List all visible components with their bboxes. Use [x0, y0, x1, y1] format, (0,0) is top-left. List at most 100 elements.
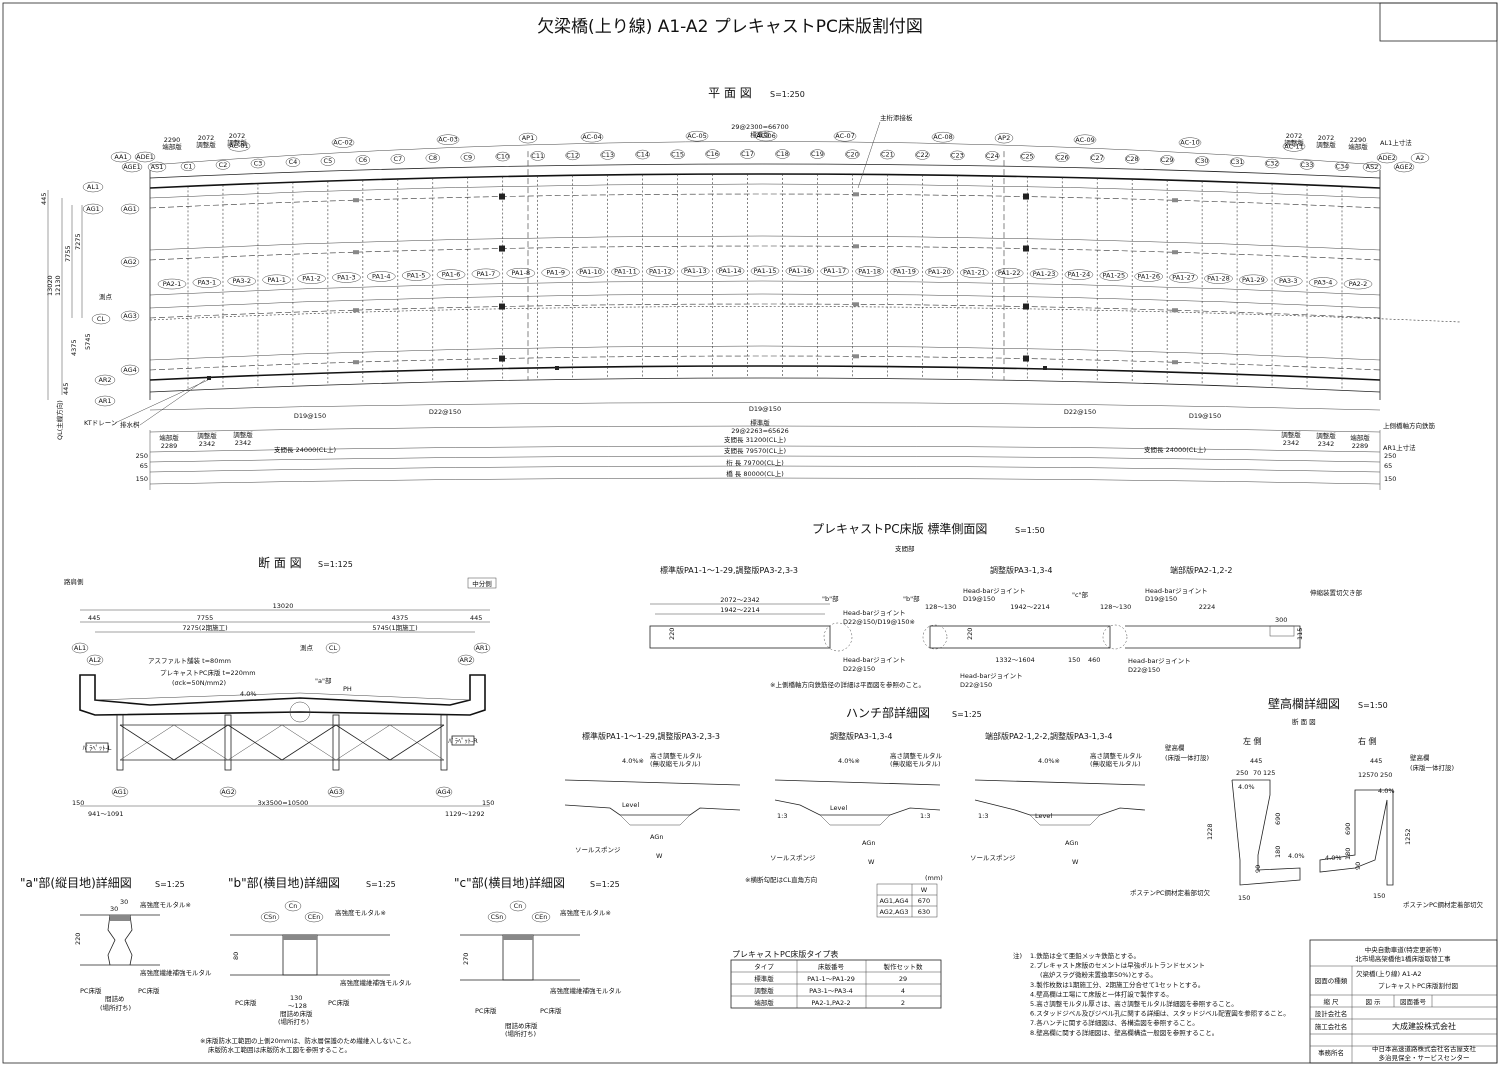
svg-text:高強度モルタル※: 高強度モルタル※	[140, 900, 191, 909]
svg-text:PH: PH	[343, 685, 352, 693]
adj-left-a-dim: 2072	[198, 134, 215, 142]
detail-b: CSn Cn CEn 高強度モルタル※ 80 高強度繊維補強モルタル PC床版 …	[230, 900, 412, 1026]
panel-tag	[367, 271, 396, 282]
panel-tag	[1273, 275, 1303, 287]
c-label: C5	[324, 157, 333, 165]
plan-right-tags: AS2 AGE2 ADE2 A2	[1362, 152, 1430, 173]
svg-text:ソールスポンジ: ソールスポンジ	[770, 854, 816, 862]
svg-text:W: W	[1072, 858, 1079, 866]
plan-bottom-dims: 標準版 29@2263=65626 端部版 2289 調整版 2342 調整版 …	[136, 418, 1416, 490]
svg-text:支間長 24000(CL上): 支間長 24000(CL上)	[274, 445, 336, 454]
panel-label: PA3-3	[1279, 277, 1298, 285]
c-tag	[1159, 155, 1175, 165]
svg-text:"a"部: "a"部	[315, 676, 332, 685]
svg-text:壁高欄詳細図: 壁高欄詳細図	[1268, 696, 1340, 711]
panel-label: PA1-23	[1033, 270, 1056, 278]
c-tag	[1229, 157, 1245, 167]
svg-text:伸縮装置切欠き部: 伸縮装置切欠き部	[1310, 588, 1363, 597]
note-item: 2.プレキャスト床版のセメントは早強ポルトランドセメント	[1030, 961, 1205, 970]
svg-text:AA1: AA1	[114, 153, 127, 161]
svg-text:445: 445	[1250, 757, 1262, 765]
svg-text:ソールスポンジ: ソールスポンジ	[970, 854, 1016, 862]
svg-text:4375: 4375	[392, 614, 409, 622]
svg-text:間詰め床版: 間詰め床版	[280, 1009, 313, 1018]
panel-label: PA1-13	[684, 267, 707, 275]
c-label: C2	[219, 161, 228, 169]
svg-text:床版防水工範囲は床版防水工図を参照すること。: 床版防水工範囲は床版防水工図を参照すること。	[208, 1045, 351, 1054]
panel-tag	[576, 266, 605, 278]
ac-tag	[1073, 134, 1097, 146]
svg-text:125: 125	[1358, 771, 1370, 779]
svg-text:測点: 測点	[300, 643, 314, 652]
c-label: C1	[184, 162, 193, 170]
svg-text:AS1: AS1	[151, 163, 164, 171]
svg-text:施工会社名: 施工会社名	[1315, 1022, 1348, 1031]
svg-text:(無収縮モルタル): (無収縮モルタル)	[890, 759, 941, 768]
panel-tag	[1134, 271, 1163, 282]
svg-text:150: 150	[1384, 475, 1396, 483]
svg-text:調整版: 調整版	[754, 986, 774, 995]
c-label: C21	[881, 151, 894, 159]
svg-text:4.0%: 4.0%	[1238, 783, 1255, 791]
c-tag	[1334, 161, 1350, 172]
ac-tag	[685, 130, 709, 142]
panel-tag	[750, 265, 780, 277]
svg-text:PA2-1,PA2-2: PA2-1,PA2-2	[811, 999, 850, 1007]
svg-text:220: 220	[966, 628, 974, 640]
adj-right-b-dim: 2072	[1286, 132, 1303, 140]
svg-text:125: 125	[1263, 769, 1275, 777]
panel-tag	[506, 267, 536, 279]
svg-text:29: 29	[899, 975, 907, 983]
svg-text:断 面 図: 断 面 図	[1292, 717, 1316, 726]
panel-label: PA3-2	[232, 277, 251, 285]
c-label: C26	[1056, 153, 1069, 161]
svg-text:※横断勾配はCL直角方向: ※横断勾配はCL直角方向	[745, 875, 817, 884]
svg-text:PC床版: PC床版	[80, 986, 102, 995]
panel-label: PA1-29	[1242, 276, 1265, 284]
svg-text:アスファルト舗装 t=80mm: アスファルト舗装 t=80mm	[148, 656, 231, 665]
svg-text:ADE1: ADE1	[136, 153, 154, 161]
ac-tag-label: AC-02	[333, 139, 353, 147]
svg-text:調整版PA3-1,3-4: 調整版PA3-1,3-4	[990, 565, 1052, 575]
svg-text:調整版: 調整版	[197, 431, 217, 440]
svg-text:D22@150: D22@150	[843, 665, 875, 673]
svg-text:CL: CL	[329, 644, 338, 652]
svg-text:3x3500=10500: 3x3500=10500	[258, 799, 309, 807]
panel-label: PA2-1	[163, 280, 182, 288]
svg-text:2289: 2289	[1352, 442, 1369, 450]
ac-tag-label: AC-03	[438, 136, 458, 144]
svg-text:中分側: 中分側	[472, 579, 492, 588]
svg-text:(σck=50N/mm2): (σck=50N/mm2)	[172, 679, 226, 687]
panel-label: PA1-27	[1172, 273, 1195, 281]
svg-text:D19@150: D19@150	[963, 595, 995, 603]
c-tag	[530, 151, 545, 161]
haunch-3: 1:3 4.0%※ 高さ調整モルタル (無収縮モルタル) Level ソールスポ…	[970, 751, 1146, 866]
panel-label: PA1-8	[512, 269, 531, 277]
ap-tag	[994, 132, 1014, 144]
panel-label: PA1-11	[614, 268, 637, 276]
svg-text:壁高欄: 壁高欄	[1165, 743, 1185, 752]
panel-tag	[715, 265, 745, 277]
c-tag	[705, 149, 720, 159]
panel-tag	[1204, 273, 1233, 284]
svg-text:4.0%※: 4.0%※	[622, 757, 644, 765]
c-tag	[565, 150, 580, 161]
svg-text:D19@150: D19@150	[1189, 412, 1221, 420]
c-tag	[670, 149, 685, 160]
panel-tag	[646, 266, 675, 277]
svg-text:AR1上寸法: AR1上寸法	[1383, 443, 1416, 452]
svg-text:D22@150: D22@150	[429, 408, 461, 416]
panel-tag	[401, 270, 431, 281]
svg-text:220: 220	[74, 933, 82, 945]
svg-text:CSn: CSn	[491, 913, 504, 921]
svg-text:445: 445	[1370, 757, 1382, 765]
svg-text:ﾊﾟﾗﾍﾟｯﾄ-L: ﾊﾟﾗﾍﾟｯﾄ-L	[83, 744, 112, 752]
panel-label: PA3-4	[1314, 279, 1333, 287]
panel-tag	[297, 273, 326, 284]
svg-text:左 側: 左 側	[1243, 736, 1262, 746]
svg-text:(場所打ち): (場所打ち)	[278, 1017, 309, 1026]
panel-label: PA1-5	[407, 272, 426, 280]
svg-text:270: 270	[462, 953, 470, 965]
c-label: C23	[951, 151, 964, 159]
